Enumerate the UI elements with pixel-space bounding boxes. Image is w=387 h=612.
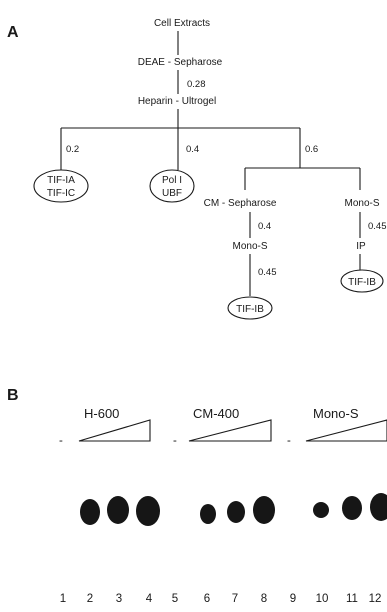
node-cm-sepharose: CM - Sepharose	[204, 198, 277, 209]
salt-deae: 0.28	[187, 79, 206, 90]
gel-band-lane-12	[370, 493, 387, 521]
gel-band-lane-2	[80, 499, 100, 525]
lane-number: 3	[116, 593, 122, 605]
lane-number: 4	[146, 593, 153, 605]
salt-mono-s-a: 0.45	[258, 267, 277, 278]
product-middle-line1: Pol I	[162, 175, 182, 186]
salt-cm: 0.4	[258, 221, 271, 232]
salt-left: 0.2	[66, 144, 79, 155]
gel-band-lane-7	[227, 501, 245, 523]
group-minus-mono-s: -	[287, 435, 291, 447]
panel-a-letter: A	[7, 24, 19, 41]
node-ip: IP	[356, 241, 366, 252]
group-label-h600: H-600	[84, 406, 119, 421]
node-deae-sepharose: DEAE - Sepharose	[138, 57, 223, 68]
gel-band-lane-6	[200, 504, 216, 524]
group-minus-cm400: -	[173, 435, 177, 447]
group-label-mono-s: Mono-S	[313, 406, 359, 421]
gel-band-lane-4	[136, 496, 160, 526]
salt-middle: 0.4	[186, 144, 199, 155]
lane-number: 1	[60, 593, 66, 605]
product-right-b: TIF-IB	[348, 277, 376, 288]
panel-b-letter: B	[7, 387, 19, 404]
product-oval-right-b	[340, 269, 384, 293]
node-mono-s-b: Mono-S	[344, 198, 379, 209]
product-oval-middle	[149, 169, 195, 203]
product-oval-right-a	[227, 296, 273, 320]
gel-band-lane-11	[342, 496, 362, 520]
lane-number: 2	[87, 593, 93, 605]
product-right-a: TIF-IB	[236, 304, 264, 315]
gradient-wedge-cm400	[188, 419, 272, 442]
salt-mono-s-b: 0.45	[368, 221, 387, 232]
product-left-line1: TIF-IA	[47, 175, 75, 186]
node-cell-extracts: Cell Extracts	[154, 18, 210, 29]
group-label-cm400: CM-400	[193, 406, 239, 421]
node-heparin-ultrogel: Heparin - Ultrogel	[138, 96, 216, 107]
lane-number: 6	[204, 593, 210, 605]
gel-band-lane-8	[253, 496, 275, 524]
lane-number: 11	[346, 593, 358, 605]
gradient-wedge-mono-s	[305, 419, 387, 442]
salt-right: 0.6	[305, 144, 318, 155]
group-minus-h600: -	[59, 435, 63, 447]
product-left-line2: TIF-IC	[47, 188, 75, 199]
lane-number: 9	[290, 593, 296, 605]
lane-number: 8	[261, 593, 267, 605]
product-middle-line2: UBF	[162, 188, 182, 199]
gradient-wedge-h600	[78, 419, 151, 442]
gel-band-lane-10	[313, 502, 329, 518]
lane-number: 7	[232, 593, 238, 605]
lane-number: 10	[316, 593, 329, 605]
lane-number: 5	[172, 593, 178, 605]
product-oval-left	[33, 169, 89, 203]
lane-number: 12	[369, 593, 382, 605]
node-mono-s-a: Mono-S	[232, 241, 267, 252]
gel-band-lane-3	[107, 496, 129, 524]
